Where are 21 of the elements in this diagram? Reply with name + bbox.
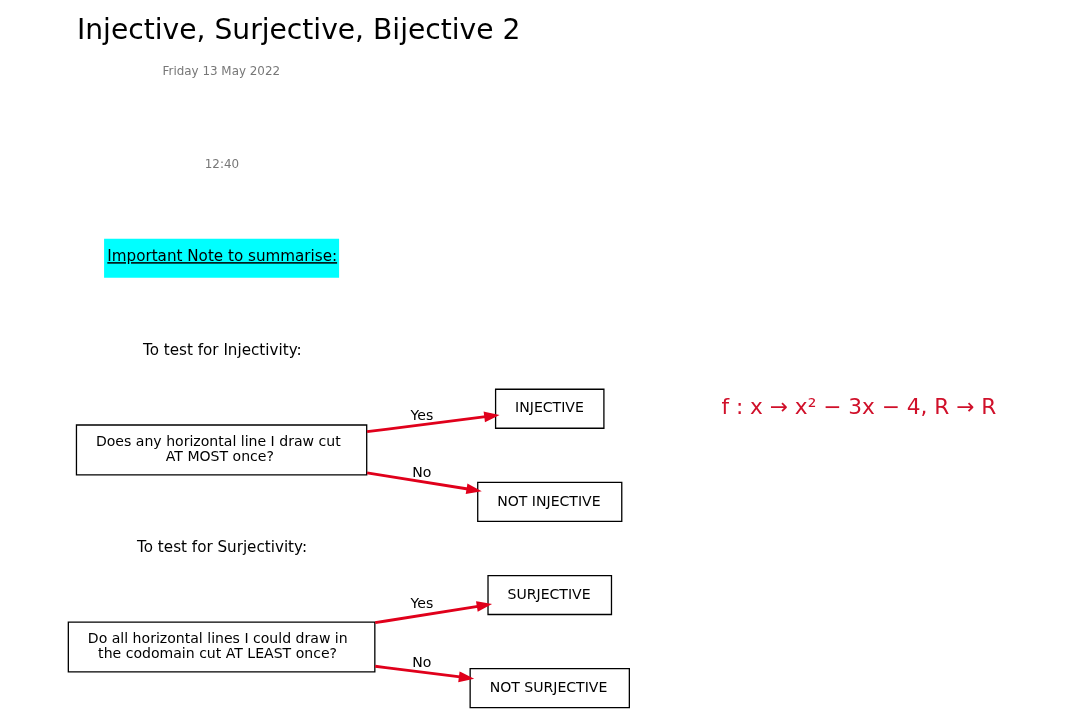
edge-label: Yes bbox=[410, 595, 434, 612]
arrow bbox=[366, 471, 482, 495]
arrow bbox=[366, 411, 500, 434]
node-box: NOT INJECTIVE bbox=[477, 481, 623, 522]
label: 12:40 bbox=[204, 157, 240, 172]
edge-label: No bbox=[412, 464, 432, 481]
label: Friday 13 May 2022 bbox=[162, 63, 281, 78]
node-box: NOT SURJECTIVE bbox=[469, 668, 630, 709]
arrow bbox=[375, 664, 475, 683]
node-box: Do all horizontal lines I could draw in the codomain cut AT LEAST once? bbox=[67, 621, 376, 673]
label: To test for Surjectivity: bbox=[137, 538, 308, 557]
label: f : x → x² − 3x − 4, R → R bbox=[721, 394, 997, 420]
node-box: Does any horizontal line I draw cut AT MOST once? bbox=[75, 424, 368, 476]
label: Important Note to summarise: bbox=[107, 247, 338, 266]
arrow bbox=[374, 601, 493, 625]
diagram-title: Injective, Surjective, Bijective 2 bbox=[77, 13, 521, 47]
node-box: SURJECTIVE bbox=[487, 574, 613, 616]
label: To test for Injectivity: bbox=[143, 341, 302, 360]
edge-label: Yes bbox=[410, 407, 434, 423]
node-box: INJECTIVE bbox=[494, 388, 605, 429]
edge-label: No bbox=[412, 653, 432, 670]
